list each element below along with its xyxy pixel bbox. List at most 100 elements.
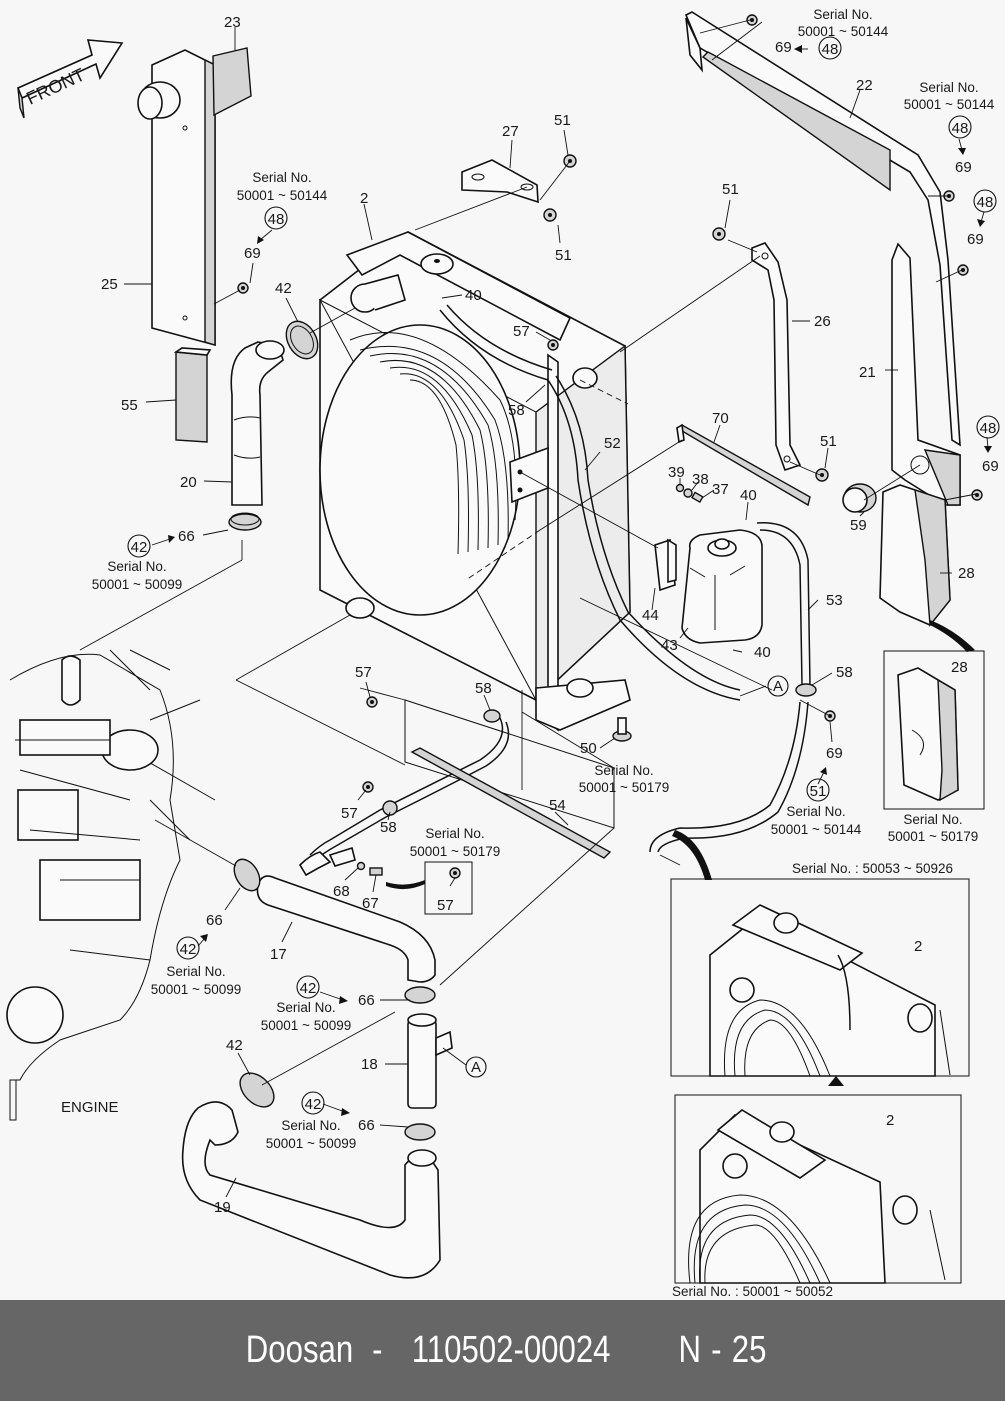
serial-prefix: Serial No.: [252, 170, 311, 185]
ref-A: A: [773, 678, 783, 695]
callout-37: 37: [712, 481, 729, 498]
hose-53: [649, 522, 817, 853]
washers-37-38-39: [675, 483, 704, 504]
inset-seal-28-detail: [883, 620, 985, 810]
hose-20: [230, 340, 285, 506]
callout-17: 17: [270, 946, 287, 963]
clamp-42-a: [285, 320, 319, 360]
seal-22: [684, 11, 961, 447]
bolt-51-d: [815, 468, 829, 482]
callout-54: 54: [549, 797, 566, 814]
engine: [6, 649, 216, 1121]
seal-28: [879, 484, 951, 627]
serial-prefix: Serial No.: [281, 1118, 340, 1133]
callout-43: 43: [661, 637, 678, 654]
seal-70: [675, 423, 811, 507]
callout-40: 40: [754, 644, 771, 661]
bracket-44: [654, 538, 677, 592]
seal-55: [173, 347, 212, 443]
callout-67: 67: [362, 895, 379, 912]
reserve-tank-43: [681, 529, 763, 644]
stay-26: [751, 242, 802, 472]
callout-69: 69: [967, 231, 984, 248]
callout-57: 57: [437, 897, 454, 914]
serial-prefix: Serial No.: [166, 964, 225, 979]
panel-25: [137, 47, 252, 347]
callout-66: 66: [358, 992, 375, 1009]
serial-range: 50001 ~ 50144: [771, 822, 862, 837]
serial-range: 50001 ~ 50144: [237, 188, 328, 203]
serial-prefix: Serial No.: [919, 80, 978, 95]
callout-66: 66: [178, 528, 195, 545]
callout-58: 58: [836, 664, 853, 681]
ref-48: 48: [980, 420, 997, 437]
serial-prefix: Serial No.: [813, 7, 872, 22]
inset-bolt-57: [386, 861, 473, 915]
callout-labels: 23 25 55 20 66 69 42 2 27 51 51 40 57 58…: [101, 14, 999, 1216]
ref-A: A: [471, 1059, 481, 1076]
callout-22: 22: [856, 77, 873, 94]
clamp-66-c: [404, 986, 436, 1004]
footer-part-number: 110502-00024: [411, 1329, 611, 1371]
callout-69: 69: [775, 39, 792, 56]
callout-44: 44: [642, 607, 659, 624]
fan-shroud-ribs: [359, 345, 509, 555]
callout-57: 57: [513, 323, 530, 340]
circled-references: [127, 36, 1000, 1115]
serial-prefix: Serial No.: [425, 826, 484, 841]
callout-38: 38: [692, 471, 709, 488]
callout-2: 2: [360, 190, 368, 207]
serial-range: 50001 ~ 50099: [151, 982, 241, 997]
callout-19: 19: [214, 1199, 231, 1216]
bracket-27: [461, 159, 539, 204]
serial-range: 50001 ~ 50099: [261, 1018, 351, 1033]
serial-prefix: Serial No.: [594, 763, 653, 778]
clamp-42-b: [239, 1072, 275, 1108]
callout-26: 26: [814, 313, 831, 330]
bolts-69-right: [746, 14, 983, 501]
serial-range: 50001 ~ 50144: [798, 24, 889, 39]
callout-42: 42: [226, 1037, 243, 1054]
callout-58: 58: [475, 680, 492, 697]
footer-brand: Doosan: [246, 1329, 354, 1371]
callout-57: 57: [341, 805, 358, 822]
callout-51: 51: [722, 181, 739, 198]
serial-prefix: Serial No.: [107, 559, 166, 574]
callout-53: 53: [826, 592, 843, 609]
callout-40: 40: [465, 287, 482, 304]
pipe-18: [407, 1013, 453, 1109]
callout-52: 52: [604, 435, 621, 452]
serial-notes: Serial No. 50001 ~ 50144 Serial No. 5000…: [92, 7, 995, 1299]
serial-prefix: Serial No.: [786, 804, 845, 819]
ref-42: 42: [180, 941, 197, 958]
callout-68: 68: [333, 883, 350, 900]
bolt-51-b: [543, 208, 557, 222]
bolt-51-c: [712, 227, 726, 241]
hose-19: [181, 1101, 441, 1279]
callout-51: 51: [554, 112, 571, 129]
page-footer: Doosan - 110502-00024 N - 25: [0, 1300, 1005, 1401]
callout-42: 42: [275, 280, 292, 297]
callout-69: 69: [955, 159, 972, 176]
serial-prefix: Serial No.: [903, 812, 962, 827]
serial-range: 50001 ~ 50099: [92, 577, 182, 592]
clamp-66-a: [228, 512, 262, 531]
callout-69: 69: [982, 458, 999, 475]
inset-serial-lower: Serial No. : 50001 ~ 50052: [672, 1284, 833, 1299]
callout-50: 50: [580, 740, 597, 757]
front-direction-arrow: FRONT: [16, 39, 124, 119]
callout-69: 69: [826, 745, 843, 762]
callout-66: 66: [206, 912, 223, 929]
ref-48: 48: [952, 120, 969, 137]
serial-range: 50001 ~ 50099: [266, 1136, 356, 1151]
footer-page-number: 25: [732, 1329, 767, 1371]
callout-55: 55: [121, 397, 138, 414]
callout-2: 2: [886, 1112, 894, 1129]
serial-range: 50001 ~ 50144: [904, 97, 995, 112]
leader-lines: [79, 19, 992, 1198]
bracket-21: [891, 242, 961, 506]
pipe-assembly: [298, 709, 510, 877]
hose-17: [256, 875, 436, 983]
inset-transition-arrow: [828, 1076, 844, 1086]
parts-diagram: FRONT: [6, 7, 1000, 1299]
